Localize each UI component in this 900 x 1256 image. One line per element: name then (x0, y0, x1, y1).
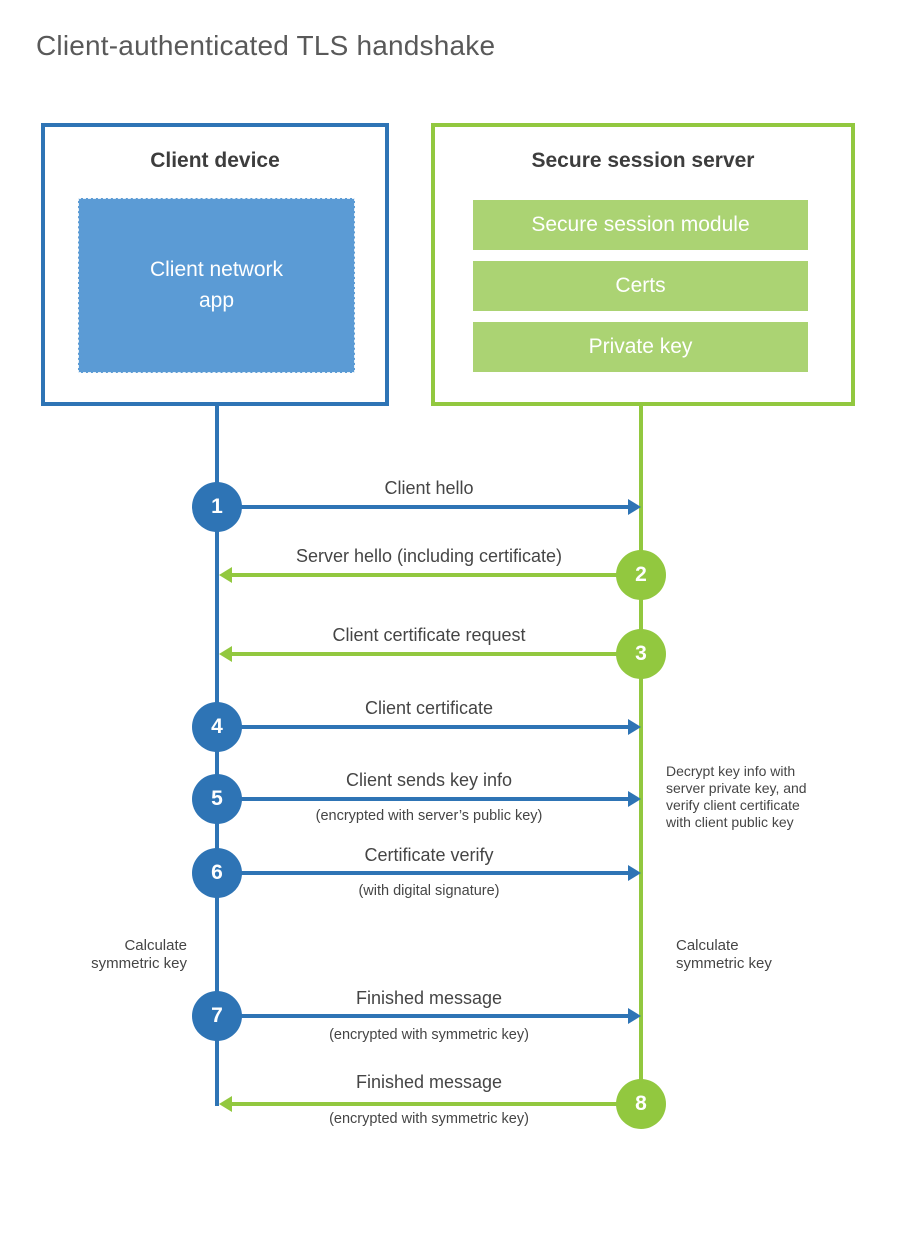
server-module-private-key: Private key (473, 322, 808, 372)
step-5-arrow (240, 797, 628, 801)
step-5-label: Client sends key info (345, 770, 513, 790)
step-6-sublabel: (with digital signature) (358, 883, 500, 899)
client-network-app-box: Client network app (78, 198, 355, 373)
step-2-arrowhead-icon (219, 567, 232, 583)
step-3-badge: 3 (616, 629, 666, 679)
server-decrypt-note: Decrypt key info with server private key… (666, 763, 807, 830)
step-8-arrow (232, 1102, 618, 1106)
step-3-arrowhead-icon (219, 646, 232, 662)
client-lifeline (215, 404, 219, 1106)
step-7-badge: 7 (192, 991, 242, 1041)
step-1-badge: 1 (192, 482, 242, 532)
step-8-arrowhead-icon (219, 1096, 232, 1112)
step-4-label: Client certificate (364, 698, 494, 718)
step-7-sublabel: (encrypted with symmetric key) (329, 1027, 529, 1043)
server-module-secure-session: Secure session module (473, 200, 808, 250)
step-7-arrowhead-icon (628, 1008, 641, 1024)
step-5-sublabel: (encrypted with server’s public key) (315, 808, 543, 824)
step-8-sublabel: (encrypted with symmetric key) (329, 1111, 529, 1127)
page-title: Client-authenticated TLS handshake (36, 30, 496, 61)
step-1-arrow (240, 505, 628, 509)
step-6-badge: 6 (192, 848, 242, 898)
client-box-title: Client device (150, 149, 280, 172)
step-6-label: Certificate verify (364, 845, 494, 865)
step-7-label: Finished message (355, 988, 503, 1008)
step-6-arrow (240, 871, 628, 875)
step-4-arrowhead-icon (628, 719, 641, 735)
step-4-badge: 4 (192, 702, 242, 752)
step-5-arrowhead-icon (628, 791, 641, 807)
step-8-badge: 8 (616, 1079, 666, 1129)
step-5-badge: 5 (192, 774, 242, 824)
server-box-title: Secure session server (531, 149, 755, 172)
step-6-arrowhead-icon (628, 865, 641, 881)
server-calculate-key-note: Calculate symmetric key (676, 937, 772, 972)
step-2-label: Server hello (including certificate) (295, 546, 563, 566)
secure-session-server-box: Secure session server Secure session mod… (431, 123, 855, 406)
step-1-label: Client hello (384, 478, 474, 498)
client-network-app-label: Client network app (149, 258, 284, 312)
step-4-arrow (240, 725, 628, 729)
client-device-box: Client device Client network app (41, 123, 389, 406)
step-7-arrow (240, 1014, 628, 1018)
step-2-badge: 2 (616, 550, 666, 600)
step-3-arrow (232, 652, 618, 656)
step-1-arrowhead-icon (628, 499, 641, 515)
step-2-arrow (232, 573, 618, 577)
server-module-certs: Certs (473, 261, 808, 311)
step-8-label: Finished message (355, 1072, 503, 1092)
server-lifeline (639, 404, 643, 1106)
step-3-label: Client certificate request (332, 625, 526, 645)
client-calculate-key-note: Calculate symmetric key (91, 937, 187, 972)
